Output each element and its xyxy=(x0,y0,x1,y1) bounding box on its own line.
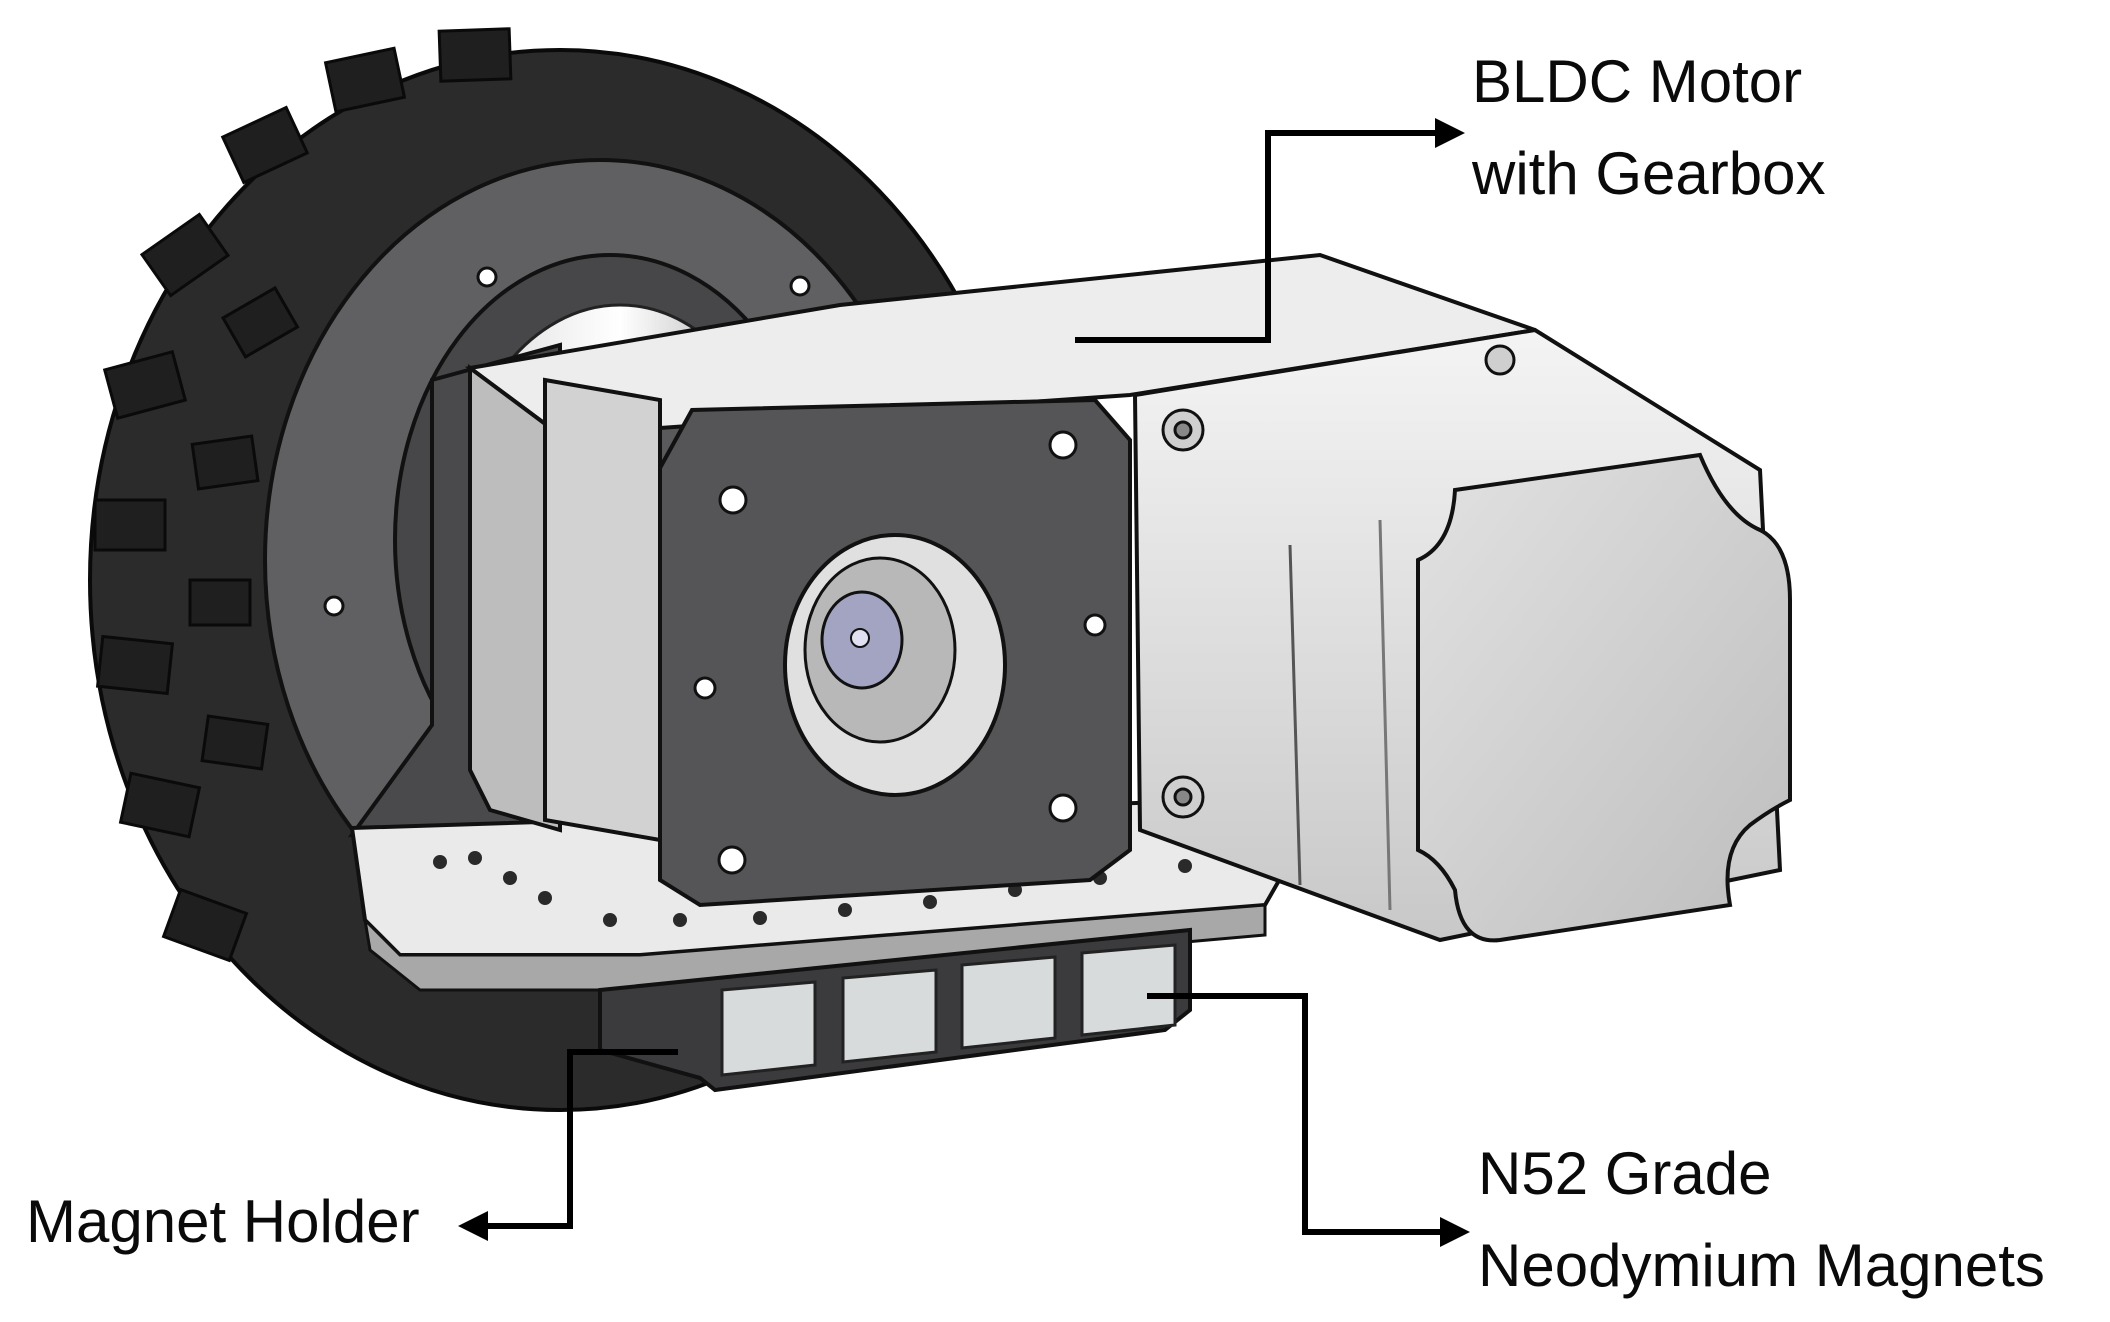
tire-tread xyxy=(93,27,513,963)
magnet xyxy=(841,968,938,1064)
motor-end-cap xyxy=(1416,452,1792,943)
motor-label-line-2: with Gearbox xyxy=(1472,140,1826,207)
motor-with-gearbox xyxy=(465,252,1792,943)
magnet xyxy=(960,955,1057,1050)
magnets-callout-line xyxy=(1147,993,1445,1235)
base-plate-edge xyxy=(362,903,1267,992)
motor-label: BLDC Motor with Gearbox xyxy=(1472,36,1826,220)
magnets-label: N52 Grade Neodymium Magnets xyxy=(1478,1128,2045,1312)
magnet xyxy=(1080,943,1177,1037)
callouts xyxy=(485,130,1445,1235)
callout-arrowheads xyxy=(458,118,1470,1247)
motor-screws xyxy=(1161,344,1516,819)
motor-arrowhead xyxy=(1435,118,1465,148)
front-plate-holes xyxy=(693,430,1107,875)
magnets-arrowhead xyxy=(1440,1217,1470,1247)
magnets-label-line-2: Neodymium Magnets xyxy=(1478,1232,2045,1299)
magnet xyxy=(720,980,817,1077)
magnet-holder-label: Magnet Holder xyxy=(26,1188,420,1255)
magnet-holder xyxy=(598,927,1192,1093)
holder-callout-line xyxy=(485,1049,678,1229)
gearbox-front-block xyxy=(543,377,662,843)
motor-label-line-1: BLDC Motor xyxy=(1472,48,1803,115)
motor-callout-line xyxy=(1075,130,1440,343)
magnets-label-line-1: N52 Grade xyxy=(1478,1140,1772,1207)
magnets xyxy=(720,943,1177,1077)
holder-arrowhead xyxy=(458,1211,488,1241)
